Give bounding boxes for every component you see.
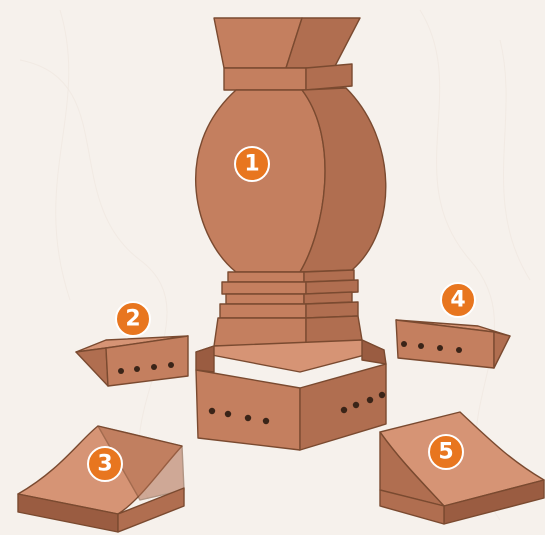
badge-5-label: 5 — [438, 440, 453, 465]
badge-4-label: 4 — [450, 288, 465, 313]
left-bracket — [76, 336, 188, 386]
badge-1: 1 — [235, 147, 269, 181]
badge-3: 3 — [88, 447, 122, 481]
badge-3-label: 3 — [97, 452, 112, 477]
badge-5: 5 — [429, 435, 463, 469]
badge-1-label: 1 — [244, 152, 259, 177]
badge-4: 4 — [441, 283, 475, 317]
badge-2-label: 2 — [125, 307, 140, 332]
badge-2: 2 — [116, 302, 150, 336]
right-foot — [380, 412, 544, 524]
right-bracket — [396, 320, 510, 368]
pedestal-column — [196, 18, 386, 450]
